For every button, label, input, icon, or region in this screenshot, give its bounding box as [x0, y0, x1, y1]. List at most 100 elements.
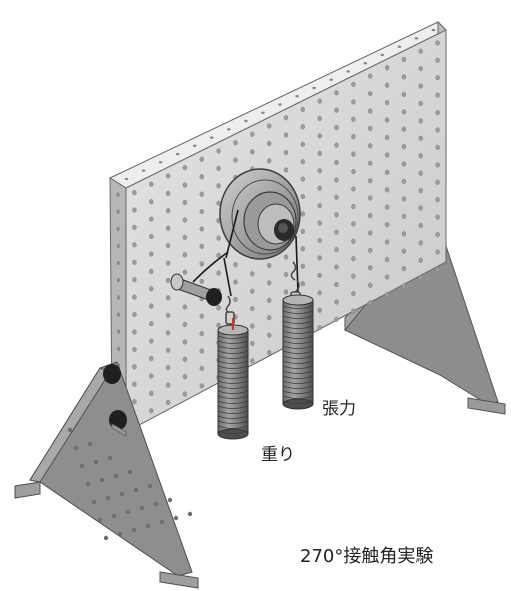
pegboard-hole: [317, 255, 322, 261]
pegboard-hole: [317, 150, 322, 157]
pegboard-hole: [216, 235, 221, 241]
pegboard-hole: [317, 237, 322, 244]
pegboard-hole: [132, 329, 137, 335]
top-edge-hole: [158, 161, 163, 164]
pegboard-hole: [334, 316, 339, 322]
top-edge-hole: [397, 45, 402, 48]
pegboard-hole: [368, 178, 373, 184]
pegboard-hole: [165, 330, 171, 336]
pegboard-hole: [199, 226, 205, 232]
pegboard-hole: [283, 272, 289, 278]
pegboard-hole: [334, 124, 339, 131]
pegboard-hole: [182, 356, 188, 362]
weight-ring: [217, 365, 249, 369]
pegboard-hole: [368, 247, 373, 254]
pegboard-hole: [435, 197, 440, 203]
pegboard-hole: [250, 131, 255, 137]
pegboard-hole: [317, 325, 322, 331]
pegboard-hole: [216, 305, 221, 311]
pegboard-hole: [199, 261, 205, 267]
pegboard-hole: [401, 91, 407, 98]
pegboard-hole: [216, 270, 221, 276]
pegboard-hole: [435, 40, 440, 46]
pegboard-hole: [267, 123, 272, 129]
pegboard-hole: [250, 306, 255, 312]
pegboard-hole: [351, 203, 356, 210]
pegboard-hole: [182, 234, 188, 240]
top-edge-hole: [227, 128, 231, 131]
weight-ring: [282, 400, 314, 404]
pegboard-hole: [418, 118, 423, 124]
top-edge-hole: [244, 119, 248, 123]
pegboard-hole: [165, 399, 171, 406]
pegboard-hole: [384, 134, 390, 141]
pegboard-hole: [300, 106, 305, 113]
pegboard-hole: [435, 109, 440, 116]
pegboard-hole: [149, 373, 154, 379]
weight-ring: [217, 410, 249, 414]
pegboard-hole: [368, 230, 373, 236]
pegboard-hole: [300, 263, 305, 269]
pegboard-hole: [283, 289, 289, 295]
side-hole: [116, 278, 120, 283]
pegboard-hole: [435, 232, 440, 238]
pegboard-hole: [384, 239, 390, 245]
pegboard-hole: [401, 196, 407, 202]
pegboard-hole: [165, 347, 171, 353]
pegboard-hole: [334, 229, 339, 235]
stand-hole: [79, 463, 85, 469]
pegboard-hole: [351, 291, 356, 297]
stand-hole: [131, 527, 137, 533]
pegboard-hole: [250, 149, 255, 155]
pegboard-hole: [199, 365, 205, 372]
pegboard-hole: [149, 268, 154, 275]
pegboard-hole: [401, 109, 407, 115]
pegboard-hole: [435, 266, 440, 273]
pegboard-hole: [132, 190, 137, 196]
pegboard-hole: [182, 321, 188, 328]
pegboard-hole: [401, 74, 407, 80]
pegboard-hole: [199, 209, 205, 215]
pegboard-hole: [317, 290, 322, 296]
weight-ring: [282, 310, 314, 314]
pegboard-hole: [368, 73, 373, 79]
pegboard-hole: [199, 278, 205, 284]
pegboard-hole: [165, 260, 171, 266]
pegboard-hole: [132, 399, 137, 405]
top-edge-hole: [124, 177, 129, 181]
weight-ring: [217, 395, 249, 399]
pegboard-hole: [418, 83, 423, 89]
weight-label: 重り: [261, 445, 295, 465]
weight-left: [217, 318, 249, 440]
top-edge-hole: [312, 86, 316, 90]
pegboard-hole: [165, 208, 171, 214]
pegboard-hole: [233, 140, 238, 146]
weight-ring: [282, 315, 314, 319]
pegboard-hole: [401, 231, 407, 237]
weight-ring: [217, 370, 249, 374]
weight-ring: [282, 390, 314, 394]
pegboard-hole: [132, 224, 137, 231]
pegboard-hole: [182, 339, 188, 345]
pegboard-hole: [351, 151, 356, 157]
pegboard-hole: [351, 116, 356, 122]
weight-ring: [217, 335, 249, 339]
pegboard-hole: [149, 408, 154, 414]
weight-ring: [282, 335, 314, 339]
side-hole: [116, 209, 120, 214]
pegboard-hole: [165, 382, 171, 388]
pegboard-hole: [132, 364, 137, 370]
pegboard-hole: [149, 251, 154, 257]
pegboard-hole: [132, 259, 137, 265]
pegboard-hole: [165, 190, 171, 197]
weight-ring: [282, 380, 314, 384]
pegboard-hole: [283, 132, 289, 138]
pegboard-hole: [317, 133, 322, 139]
pegboard-hole: [300, 228, 305, 235]
weight-ring: [282, 305, 314, 309]
weight-ring: [282, 350, 314, 354]
pegboard-hole: [351, 273, 356, 279]
stand-hole: [187, 511, 193, 517]
pegboard-hole: [165, 225, 171, 231]
